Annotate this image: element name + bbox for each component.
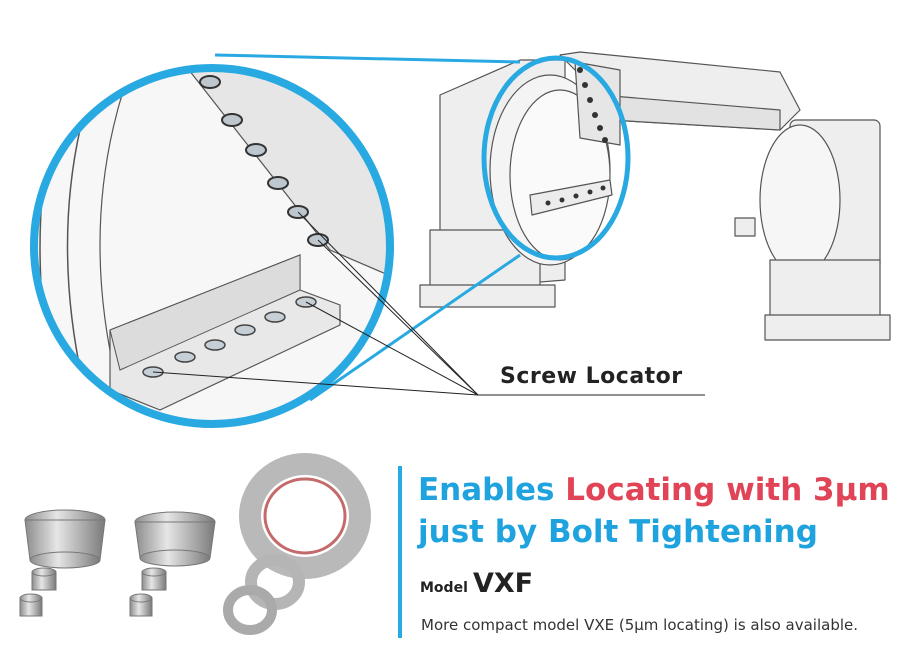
right-housing (734, 119, 891, 341)
headline-locating: Locating with 3µm (565, 472, 890, 508)
headline-line-2: just by Bolt Tightening (418, 514, 818, 550)
headline-line-1: Enables Locating with 3µm (418, 472, 890, 508)
machine-illustration (30, 51, 891, 428)
headline-enables: Enables (418, 472, 555, 508)
model-code: VXF (472, 568, 534, 599)
availability-note: More compact model VXE (5µm locating) is… (421, 616, 858, 634)
model-name: Model VXF (420, 568, 533, 599)
small-highlight-circle (481, 55, 631, 261)
screw-locator-label: Screw Locator (500, 364, 683, 389)
product-photo (19, 453, 371, 635)
accent-bar (398, 466, 402, 638)
model-label: Model (420, 580, 468, 596)
